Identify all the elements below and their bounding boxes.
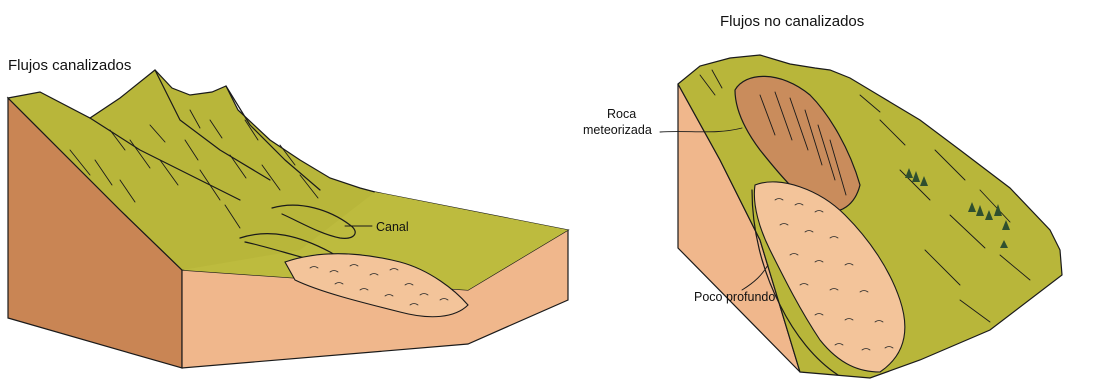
channelized-flow-diagram: Canal Flujos canalizados bbox=[8, 57, 568, 368]
weathered-rock-label-line2: meteorizada bbox=[583, 123, 652, 137]
right-diagram-title: Flujos no canalizados bbox=[720, 13, 864, 30]
canal-label: Canal bbox=[376, 220, 409, 234]
left-diagram-title: Flujos canalizados bbox=[8, 57, 131, 74]
shallow-label: Poco profundo bbox=[694, 290, 775, 304]
weathered-rock-label-line1: Roca bbox=[607, 107, 636, 121]
non-channelized-flow-diagram: Flujos no canalizados Roca meteorizada P… bbox=[583, 13, 1062, 378]
